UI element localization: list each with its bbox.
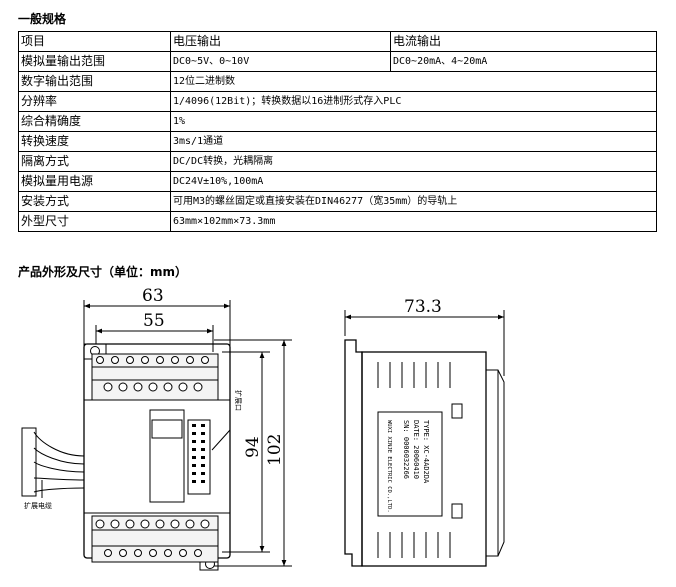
row-label: 外型尺寸 [18, 211, 171, 232]
expansion-cable-label: 扩展电缆 [24, 501, 52, 510]
row-value: 63mm×102mm×73.3mm [170, 211, 657, 232]
side-view [344, 310, 505, 567]
row-label: 模拟量用电源 [18, 171, 171, 192]
table-row: 分辨率 1/4096(12Bit)；转换数据以16进制形式存入PLC [18, 91, 657, 112]
row-label: 隔离方式 [18, 151, 171, 172]
row-label: 数字输出范围 [18, 71, 171, 92]
bottom-terminals [95, 519, 210, 557]
row-label: 综合精确度 [18, 111, 171, 132]
row-label: 模拟量输出范围 [18, 51, 171, 72]
table-row: 综合精确度 1% [18, 111, 657, 132]
table-row: 安装方式 可用M3的螺丝固定或直接安装在DIN46277（宽35mm）的导轨上 [18, 191, 657, 212]
row-label: 安装方式 [18, 191, 171, 212]
header-item: 项目 [18, 31, 171, 52]
table-row: 转换速度 3ms/1通道 [18, 131, 657, 152]
row-value: 可用M3的螺丝固定或直接安装在DIN46277（宽35mm）的导轨上 [170, 191, 657, 212]
top-terminals [96, 356, 209, 392]
module-type-text: TYPE: XC-4AD2DA [422, 420, 430, 484]
table-row: 数字输出范围 12位二进制数 [18, 71, 657, 92]
row-value: 3ms/1通道 [170, 131, 657, 152]
table-header-row: 项目 电压输出 电流输出 [18, 31, 657, 52]
dim-height-total: 102 [265, 434, 285, 466]
row-current-value: DC0~20mA、4~20mA [390, 51, 657, 72]
row-value: 1% [170, 111, 657, 132]
expansion-port-pins [192, 424, 205, 483]
spec-section-title: 一般规格 [18, 12, 67, 26]
dim-height-inner: 94 [243, 436, 263, 458]
row-label: 分辨率 [18, 91, 171, 112]
row-voltage-value: DC0~5V、0~10V [170, 51, 391, 72]
table-row: 外型尺寸 63mm×102mm×73.3mm [18, 211, 657, 232]
module-label: TYPE: XC-4AD2DA DATE: 20060410 SN: 00060… [386, 420, 430, 513]
table-row: 模拟量输出范围 DC0~5V、0~10V DC0~20mA、4~20mA [18, 51, 657, 72]
row-value: 12位二进制数 [170, 71, 657, 92]
front-view [21, 300, 292, 571]
header-voltage: 电压输出 [170, 31, 391, 52]
dim-depth: 73.3 [404, 297, 442, 317]
dimension-drawing: 63 55 94 102 扩展电缆 扩展口 TYPE: XC-4AD2DA DA… [21, 286, 505, 571]
header-current: 电流输出 [390, 31, 657, 52]
row-value: 1/4096(12Bit)；转换数据以16进制形式存入PLC [170, 91, 657, 112]
module-maker-text: WUXI XINJE ELECTRIC CO.,LTD. [386, 420, 392, 513]
dimension-section-title: 产品外形及尺寸（单位：mm） [18, 265, 188, 279]
module-date-text: DATE: 20060410 [412, 420, 420, 479]
row-value: DC24V±10%,100mA [170, 171, 657, 192]
table-row: 模拟量用电源 DC24V±10%,100mA [18, 171, 657, 192]
expansion-port-label: 扩展口 [234, 390, 243, 411]
spec-table: 项目 电压输出 电流输出 模拟量输出范围 DC0~5V、0~10V DC0~20… [18, 31, 657, 232]
table-row: 隔离方式 DC/DC转换，光耦隔离 [18, 151, 657, 172]
row-value: DC/DC转换，光耦隔离 [170, 151, 657, 172]
dim-width-total: 63 [142, 286, 164, 306]
row-label: 转换速度 [18, 131, 171, 152]
dim-width-inner: 55 [143, 311, 165, 331]
module-sn-text: SN: 0006032266 [402, 420, 410, 479]
